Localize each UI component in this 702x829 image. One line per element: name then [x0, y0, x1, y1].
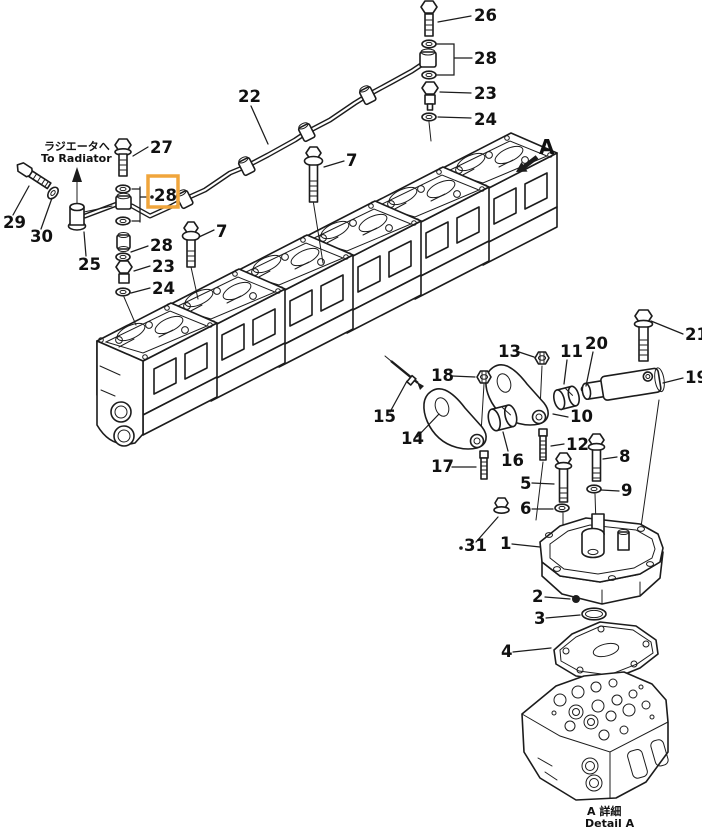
washer	[115, 252, 131, 262]
to-radiator-arrow	[72, 167, 82, 205]
callout-29[interactable]: 29	[3, 213, 26, 232]
bolt-5	[554, 452, 573, 503]
callout-11[interactable]: 11	[560, 342, 583, 361]
left-fitting-group	[16, 138, 137, 326]
head-bolt-7a	[303, 146, 324, 264]
washer-24	[421, 112, 437, 122]
bolt-29	[16, 162, 52, 190]
washer-28	[115, 184, 131, 194]
callout-labels: 26 28 23 24 22 27 28 29 30 25 28 23 24 7…	[3, 6, 702, 661]
top-right-fitting-group	[419, 0, 439, 142]
head-front-face	[96, 340, 144, 447]
callout-7b[interactable]: 7	[216, 222, 227, 241]
callout-7a[interactable]: 7	[346, 151, 357, 170]
rocker-arm-14	[423, 388, 487, 450]
callout-9[interactable]: 9	[621, 481, 632, 500]
rocker-shaft-19	[581, 367, 665, 401]
view-a-label: A	[539, 135, 555, 159]
callout-22[interactable]: 22	[238, 87, 261, 106]
banjo-joint-top	[419, 48, 437, 68]
callout-6[interactable]: 6	[520, 499, 531, 518]
callout-1[interactable]: 1	[500, 534, 511, 553]
head-bolt-7b	[181, 221, 201, 300]
callout-8[interactable]: 8	[619, 447, 630, 466]
cylinder-head-detail-a	[521, 671, 669, 801]
washer-30	[47, 186, 59, 200]
view-a-arrow	[516, 155, 539, 172]
nut-13	[534, 351, 550, 365]
note-radiator-jp: ラジエータへ	[44, 140, 110, 153]
callout-18[interactable]: 18	[431, 366, 454, 385]
bushing-16	[487, 404, 518, 432]
adjust-screw-12	[538, 428, 548, 461]
o-ring-3	[581, 607, 607, 621]
leader-lines	[12, 15, 684, 653]
feeler-rod-15	[384, 355, 424, 390]
rocker-detail-group	[384, 309, 669, 801]
callout-28-left[interactable]: 28	[150, 236, 173, 255]
callout-28-highlighted[interactable]: 28	[154, 186, 177, 205]
callout-23-left[interactable]: 23	[152, 257, 175, 276]
bolt-27	[114, 138, 132, 177]
washer-6	[554, 503, 570, 513]
banjo-joint-left	[115, 192, 132, 210]
callout-26[interactable]: 26	[474, 6, 497, 25]
callout-13[interactable]: 13	[498, 342, 521, 361]
callout-30[interactable]: 30	[30, 227, 53, 246]
plug-31	[493, 497, 510, 514]
washer-24	[115, 287, 131, 297]
washer-28	[115, 216, 131, 226]
callout-28-top[interactable]: 28	[474, 49, 497, 68]
callout-24-top[interactable]: 24	[474, 110, 497, 129]
rocker-housing-1	[539, 513, 664, 605]
note-detail-jp: A 詳細	[587, 804, 621, 818]
callout-20[interactable]: 20	[585, 334, 608, 353]
callout-17[interactable]: 17	[431, 457, 454, 476]
callout-3[interactable]: 3	[534, 609, 545, 628]
pipe-joint	[237, 154, 257, 177]
washer-28	[421, 70, 437, 80]
bushing-11	[552, 385, 580, 411]
callout-15[interactable]: 15	[373, 407, 396, 426]
highlighted-part-box[interactable]	[146, 174, 180, 209]
callout-24-left[interactable]: 24	[152, 279, 175, 298]
callout-25[interactable]: 25	[78, 255, 101, 274]
callout-10[interactable]: 10	[570, 407, 593, 426]
valve-23-left	[115, 260, 133, 284]
bolt-8	[587, 433, 606, 482]
callout-31[interactable]: 31	[464, 536, 487, 555]
washer-28	[421, 39, 437, 49]
callout-27[interactable]: 27	[150, 138, 173, 157]
valve-23-top	[421, 81, 439, 111]
cylinder-head-assembly	[96, 132, 558, 447]
plug-2	[572, 595, 580, 603]
callout-14[interactable]: 14	[401, 429, 424, 448]
note-detail-en: Detail A	[585, 817, 635, 829]
nut-18	[476, 370, 492, 384]
pipe-22	[82, 60, 427, 219]
callout-5[interactable]: 5	[520, 474, 531, 493]
callout-19[interactable]: 19	[685, 368, 702, 387]
callout-2[interactable]: 2	[532, 587, 543, 606]
gasket-4	[553, 621, 659, 681]
washer-9	[586, 484, 602, 494]
callout-23-top[interactable]: 23	[474, 84, 497, 103]
bolt-21	[633, 309, 654, 362]
bolt-26	[420, 0, 438, 37]
callout-4[interactable]: 4	[501, 642, 512, 661]
callout-21[interactable]: 21	[685, 325, 702, 344]
elbow-25	[67, 202, 113, 231]
callout-12[interactable]: 12	[566, 435, 589, 454]
adjust-screw-17	[479, 450, 489, 480]
callout-16[interactable]: 16	[501, 451, 524, 470]
note-radiator-en: To Radiator	[41, 152, 112, 165]
joint-28-left	[116, 232, 131, 252]
